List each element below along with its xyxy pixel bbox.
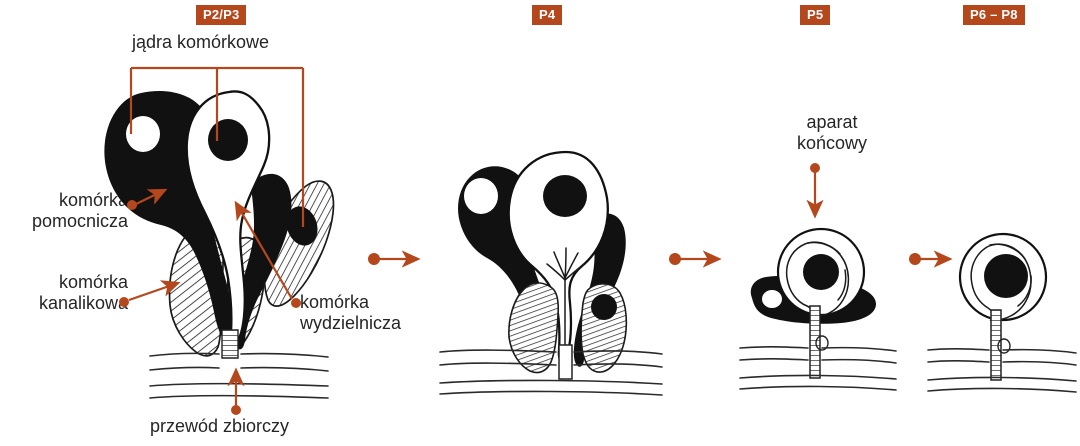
- label-komorka-kanalikowa: komórka kanalikowa: [0, 272, 128, 314]
- p4-duct-neck: [558, 344, 573, 380]
- callout-collecting-duct-pointer: [227, 367, 245, 415]
- collecting-duct-p6p8: [927, 348, 1077, 393]
- p4-canalicular-nucleus: [591, 294, 617, 320]
- helper-cell-nucleus: [126, 116, 160, 152]
- p4-canalicular-left: [508, 282, 560, 374]
- collecting-duct-p2p3: [149, 352, 329, 399]
- p6p8-duct-neck: [990, 309, 1002, 381]
- label-jadra-komorkowe: jądra komórkowe: [132, 32, 270, 52]
- p4-helper-cell-nucleus: [464, 178, 498, 214]
- p5-duct-neck: [809, 305, 821, 379]
- label-aparat-koncowy-line1: aparat: [806, 112, 858, 132]
- p5-helper-cell-nucleus: [762, 290, 782, 308]
- secretory-lobe-dark: [232, 173, 292, 350]
- callout-helper-cell-pointer: [127, 188, 168, 210]
- flow-arrow-p4-to-p5: [669, 250, 722, 268]
- p4-secretory-cell-nucleus: [543, 175, 587, 217]
- p5-terminal-apparatus-nucleus: [803, 254, 839, 290]
- stage-badge-p4: P4: [532, 5, 563, 25]
- callout-terminal-apparatus-pointer: [806, 163, 824, 219]
- p5-duct-coil: [815, 335, 829, 351]
- label-komorka-kanalikowa-line1: komórka: [58, 272, 128, 292]
- label-aparat-koncowy-line2: końcowy: [796, 133, 868, 154]
- callout-canalicular-cell-pointer: [119, 280, 181, 307]
- label-komorka-wydzielnicza-line1: komórka: [300, 292, 370, 312]
- panel-p6p8: [927, 232, 1077, 393]
- p5-terminal-apparatus-wall-detail: [807, 241, 847, 301]
- panel-p5: [739, 227, 897, 391]
- panel-p2p3: [104, 90, 335, 399]
- collecting-duct-p5: [739, 346, 897, 391]
- label-komorka-wydzielnicza-line2: wydzielnicza: [300, 313, 402, 334]
- p6p8-wall-detail: [989, 243, 1032, 307]
- panel-p4: [439, 150, 663, 396]
- duct-neck-p2p3: [221, 329, 239, 359]
- label-komorka-wydzielnicza: komórka wydzielnicza: [300, 292, 401, 334]
- label-komorka-pomocnicza-line1: komórka: [58, 190, 128, 210]
- flow-arrow-p2p3-to-p4: [368, 250, 421, 268]
- callout-secretory-cell-pointer: [234, 200, 301, 308]
- p4-lumen-branch: [546, 247, 585, 361]
- stage-badge-p6p8: P6 – P8: [963, 5, 1025, 25]
- label-przewod-zbiorczy: przewód zbiorczy: [150, 416, 290, 436]
- collecting-duct-p4: [439, 349, 663, 396]
- label-aparat-koncowy: aparat końcowy: [762, 112, 902, 154]
- stage-badge-p2p3: P2/P3: [196, 5, 247, 25]
- p6p8-terminal-apparatus-nucleus: [984, 254, 1028, 298]
- secretory-cell-nucleus: [208, 119, 248, 161]
- callout-nuclei-bracket: [129, 66, 305, 227]
- label-komorka-kanalikowa-line2: kanalikowa: [38, 293, 128, 314]
- stage-badge-p5: P5: [800, 5, 831, 25]
- flow-arrow-p5-to-p6p8: [909, 250, 953, 268]
- label-komorka-pomocnicza-line2: pomocnicza: [31, 211, 128, 232]
- label-komorka-pomocnicza: komórka pomocnicza: [0, 190, 128, 232]
- p6p8-duct-coil: [997, 338, 1011, 354]
